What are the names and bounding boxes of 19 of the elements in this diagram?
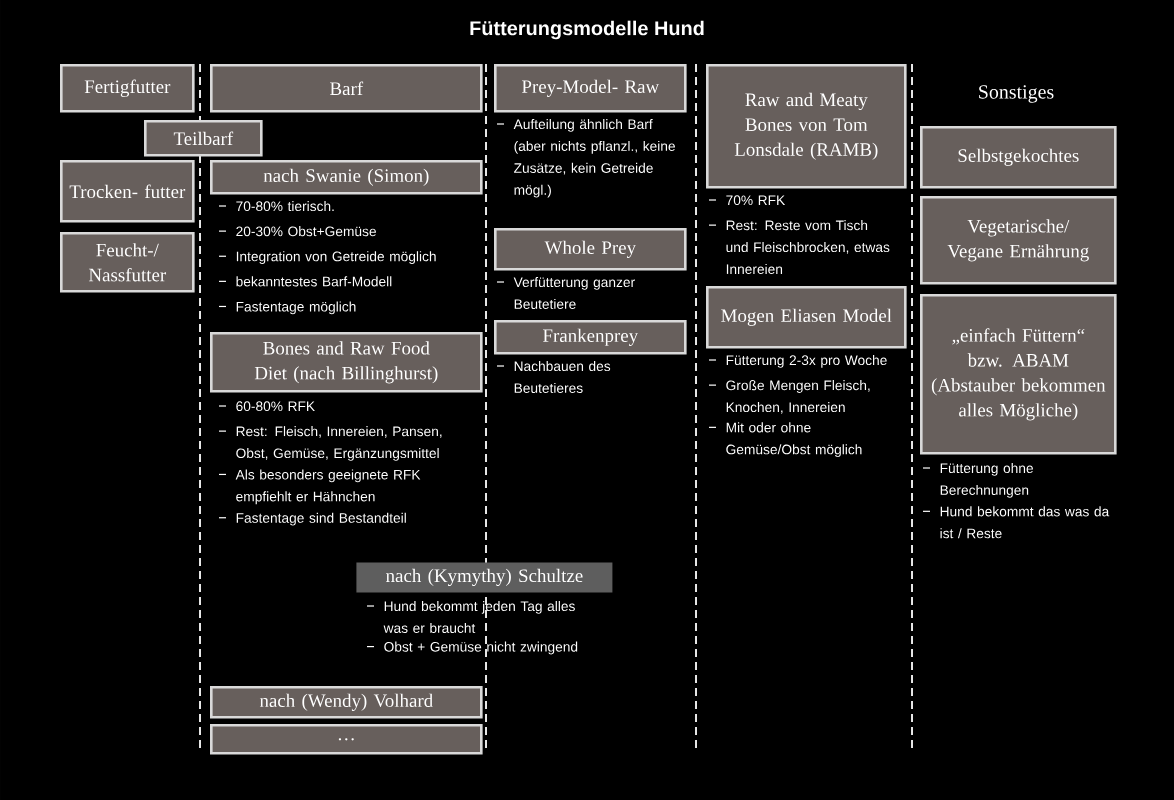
category-box: Whole Prey xyxy=(494,228,687,271)
category-box: Prey-Model- Raw xyxy=(494,64,687,113)
category-box: Teilbarf xyxy=(144,120,263,157)
category-box: Barf xyxy=(210,64,483,113)
category-box: nach (Kymythy) Schultze xyxy=(356,562,613,593)
title: Fütterungsmodelle Hund xyxy=(470,20,704,40)
column-heading: Sonstiges xyxy=(979,85,1054,103)
category-box: Frankenprey xyxy=(494,320,687,355)
category-box: nach (Wendy) Volhard xyxy=(210,686,483,719)
category-box: Vegetarische/ Vegane Ernährung xyxy=(920,196,1117,285)
category-box: … xyxy=(210,724,483,755)
category-box: „einfach Füttern“ bzw. ABAM (Abstauber bekommen alles Mögliche) xyxy=(920,294,1117,455)
category-box: Raw and Meaty Bones von Tom Lonsdale (RAMB) xyxy=(706,64,907,189)
category-box: Bones and Raw Food Diet (nach Billinghurst) xyxy=(210,332,483,393)
category-box: Selbstgekochtes xyxy=(920,126,1117,189)
category-box: Mogen Eliasen Model xyxy=(706,286,907,349)
category-box: Trocken- futter xyxy=(60,160,195,223)
category-box: Feucht-/ Nassfutter xyxy=(60,232,195,293)
category-box: Fertigfutter xyxy=(60,64,195,113)
